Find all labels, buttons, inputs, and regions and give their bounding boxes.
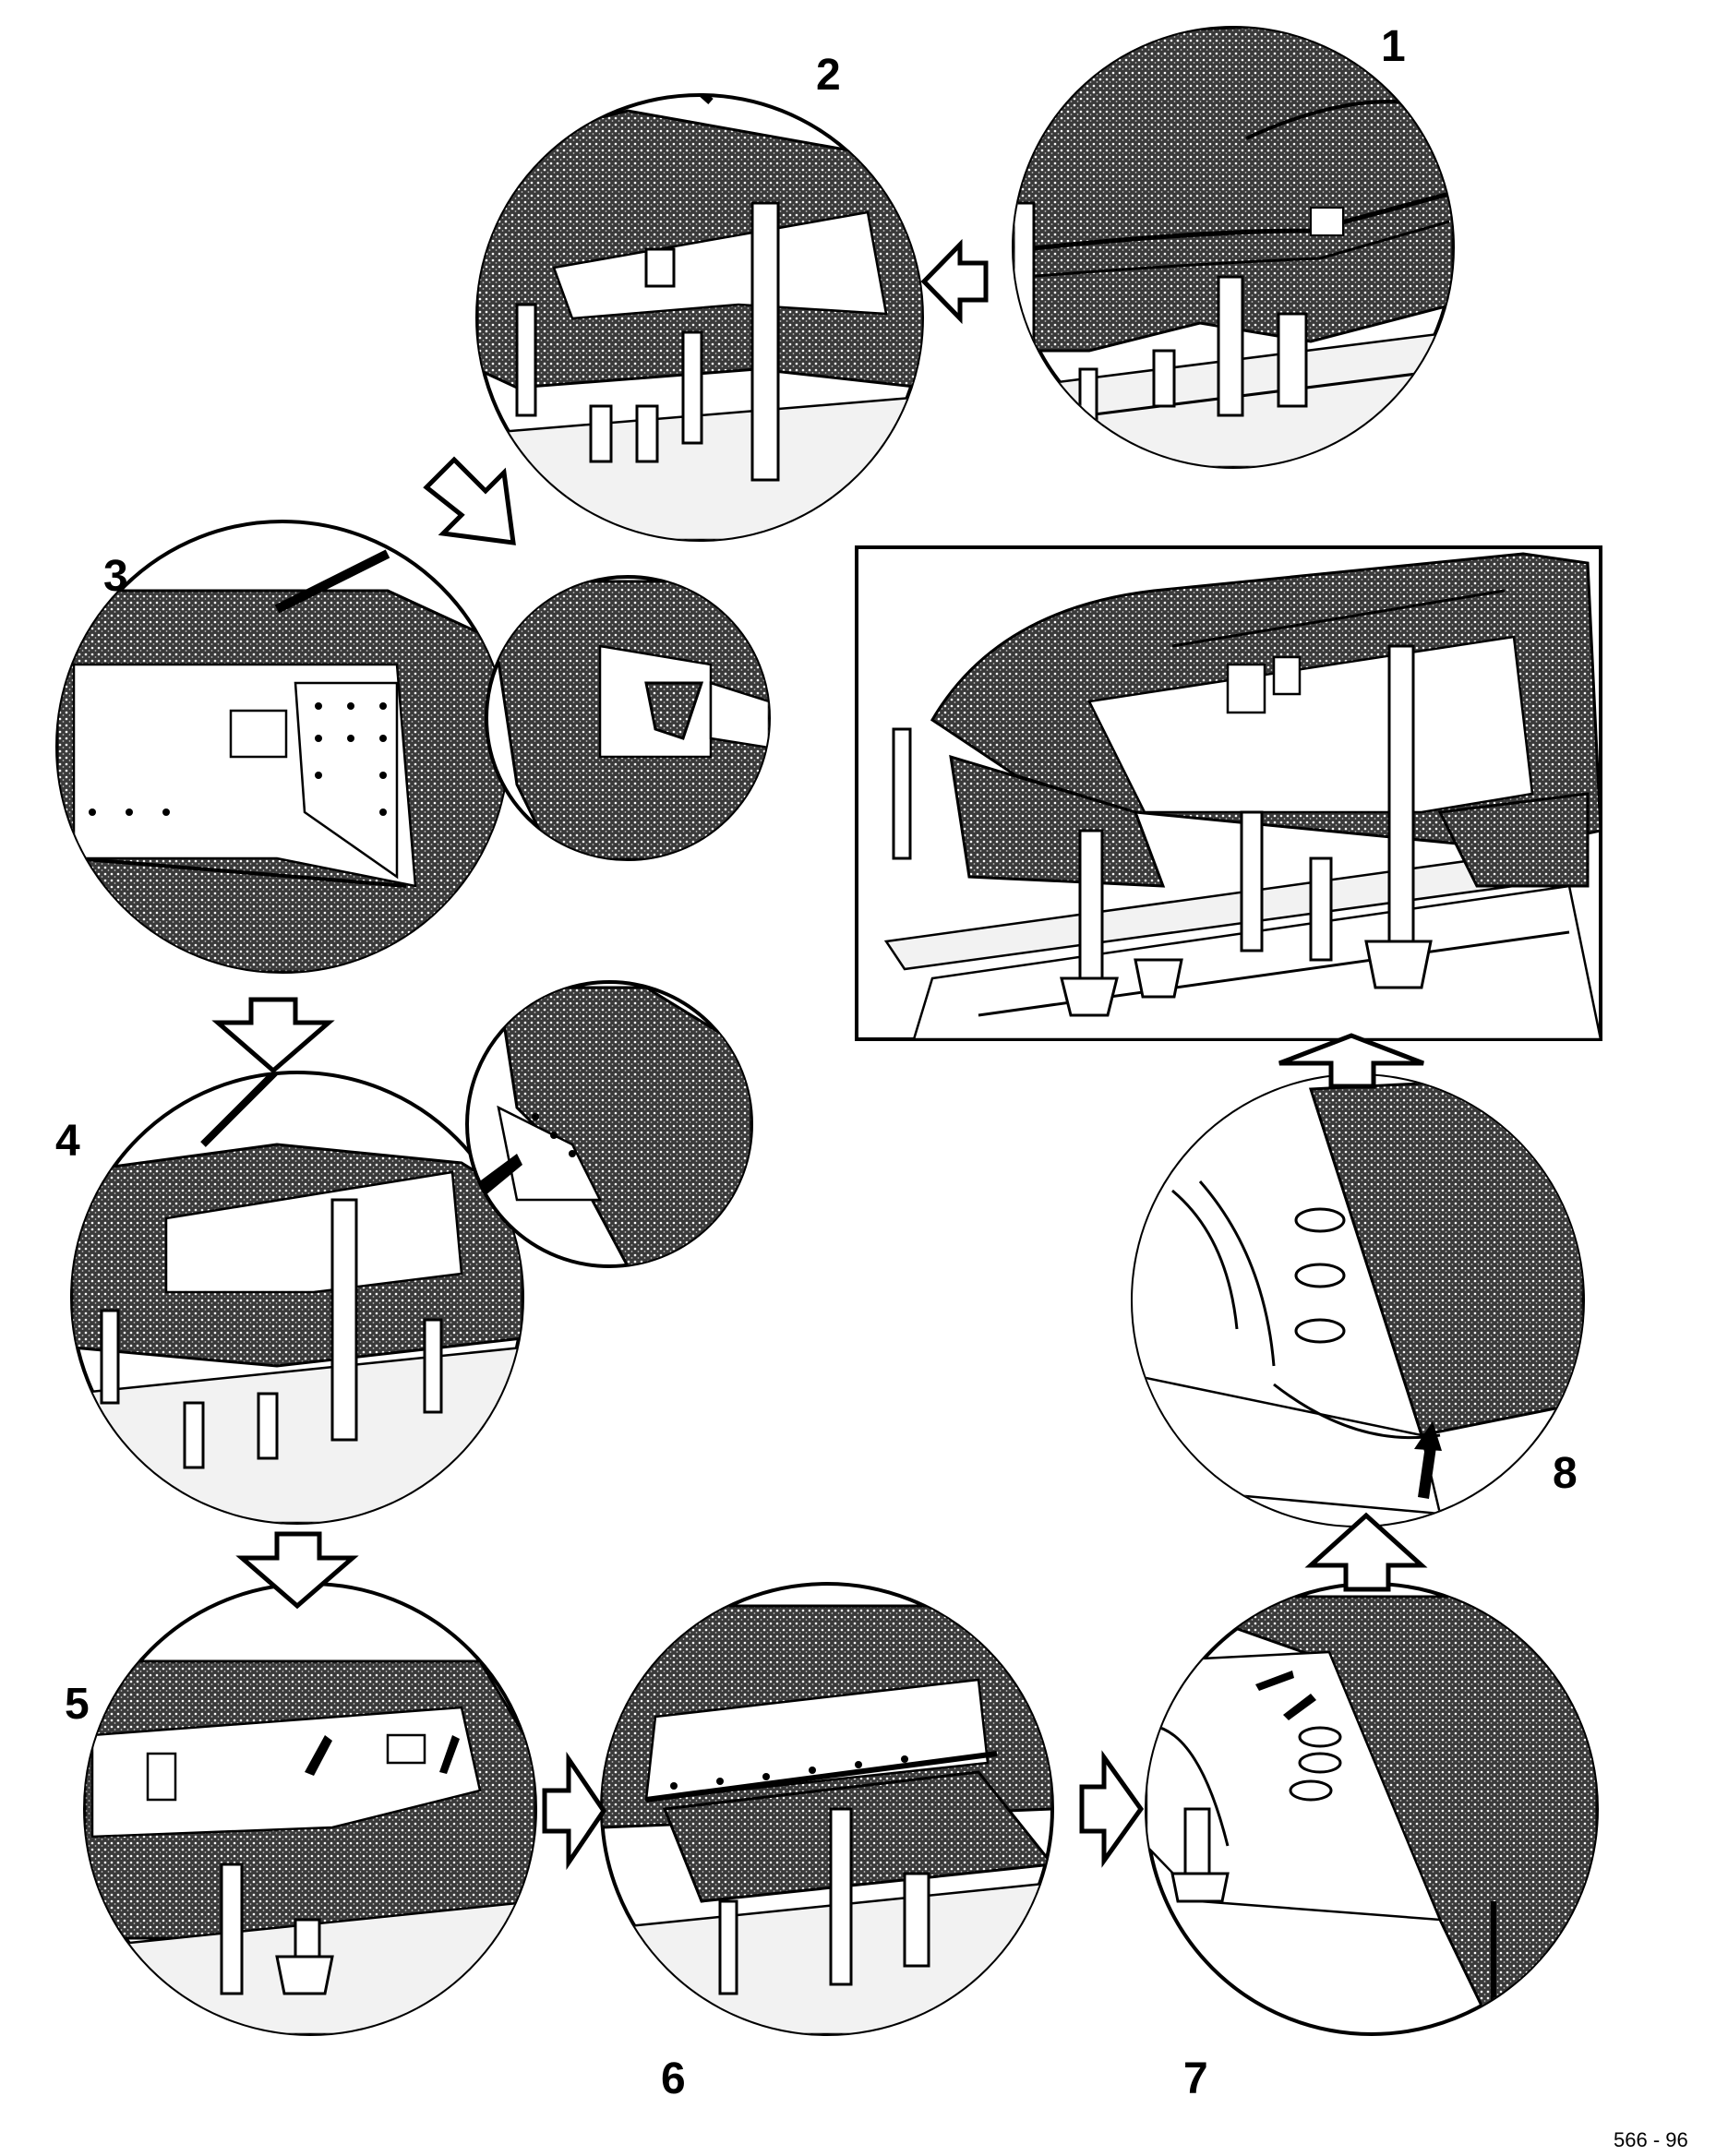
step-label-2: 2: [816, 51, 841, 100]
arrow-step-3-to-4: [211, 997, 335, 1074]
step-label-4: 4: [55, 1117, 80, 1166]
step-label-1: 1: [1381, 22, 1406, 71]
arrow-step-6-to-7: [1079, 1750, 1145, 1868]
step-5-view: 5: [65, 1582, 537, 2036]
arrow-step-7-to-8: [1304, 1512, 1428, 1592]
step-7-view: 7: [1145, 1582, 1599, 2103]
step-1-view: 1: [1012, 22, 1455, 469]
arrow-step-2-to-3: [423, 456, 516, 545]
step-3-view: 3: [55, 520, 510, 974]
arrow-step-5-to-6: [542, 1751, 607, 1871]
step-label-3: 3: [103, 552, 128, 601]
step-label-5: 5: [65, 1680, 90, 1729]
step-4-detail-view: [465, 980, 753, 1268]
step-label-8: 8: [1553, 1449, 1578, 1498]
step-label-6: 6: [661, 2054, 686, 2103]
arrow-step-4-to-5: [235, 1531, 359, 1610]
step-6-view: 6: [600, 1582, 1054, 2103]
step-2-view: 2: [475, 51, 924, 542]
arrow-step-1-to-2: [920, 238, 989, 325]
figure-reference-number: 566 - 96: [1614, 2128, 1688, 2151]
step-8-view: 8: [1131, 1073, 1585, 1527]
step-3-detail-view: [485, 575, 771, 861]
final-assembly-view: [855, 545, 1602, 1041]
step-4-view: 4: [55, 1071, 524, 1525]
arrow-step-8-to-final: [1278, 1033, 1424, 1089]
step-label-7: 7: [1183, 2054, 1208, 2103]
